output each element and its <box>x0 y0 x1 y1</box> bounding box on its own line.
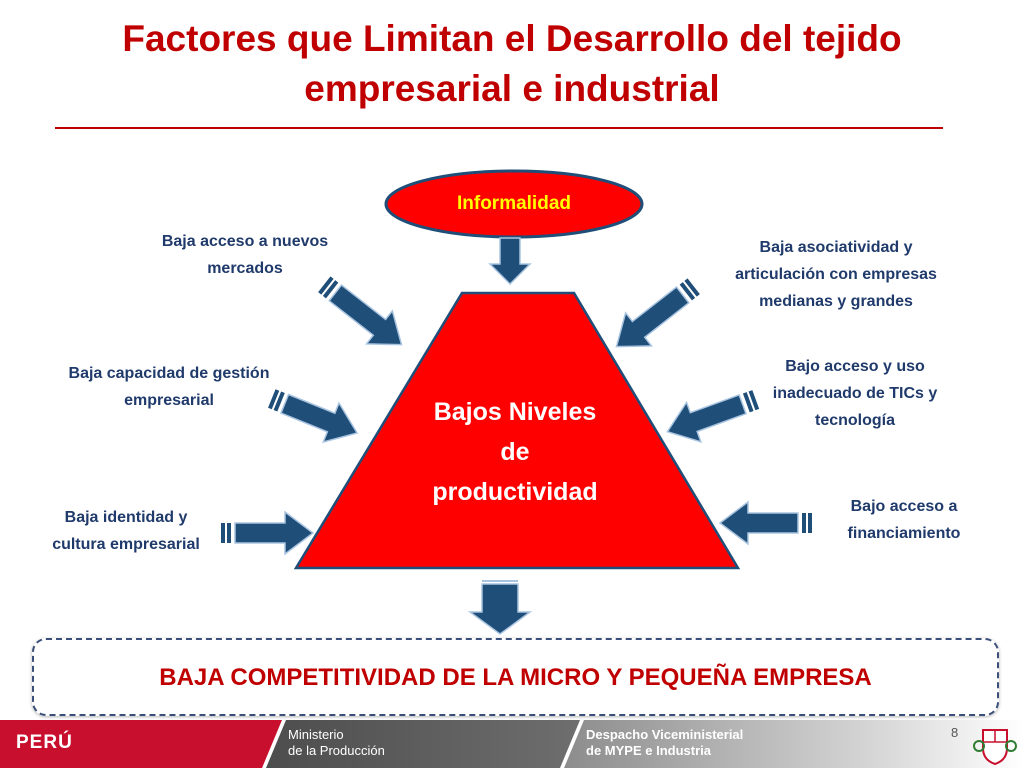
footer-bar <box>0 720 1024 768</box>
factor-line: inadecuado de TICs y <box>772 385 938 402</box>
block-arrow-icon <box>488 237 532 286</box>
factor-line: Baja acceso a nuevos <box>161 233 329 250</box>
factor-label-gestion: Baja capacidad de gestión empresarial <box>38 360 300 414</box>
footer-ministry-line2: de la Producción <box>288 743 385 758</box>
slide-title-line2: empresarial e industrial <box>304 68 720 109</box>
productivity-diagram <box>221 169 812 635</box>
center-label-line1: Bajos Niveles <box>433 398 597 426</box>
block-arrow-icon <box>718 500 812 546</box>
factor-line: Baja capacidad de gestión <box>68 365 270 382</box>
factor-label-asociatividad: Baja asociatividad y articulación con em… <box>700 234 972 315</box>
coat-of-arms-icon <box>973 729 1017 766</box>
result-box: BAJA COMPETITIVIDAD DE LA MICRO Y PEQUEÑ… <box>32 638 999 716</box>
factor-line: Bajo acceso y uso <box>785 358 925 375</box>
factor-line: Bajo acceso a <box>850 498 958 515</box>
informalidad-oval <box>384 169 644 239</box>
informalidad-label: Informalidad <box>456 193 571 214</box>
block-arrow-icon <box>615 278 700 348</box>
block-arrow-icon <box>318 276 403 346</box>
slide-title: Factores que Limitan el Desarrollo del t… <box>40 14 984 114</box>
footer-office-line1: Despacho Viceministerial <box>586 727 744 742</box>
footer-country: PERÚ <box>16 732 73 753</box>
slide-title-line1: Factores que Limitan el Desarrollo del t… <box>122 18 902 59</box>
factor-line: tecnología <box>814 412 895 429</box>
footer-ministry: Ministerio de la Producción <box>288 727 385 759</box>
factor-label-identidad: Baja identidad y cultura empresarial <box>24 504 228 558</box>
footer-office-line2: de MYPE e Industria <box>586 743 711 758</box>
block-arrow-icon <box>268 389 359 444</box>
title-underline <box>55 127 943 129</box>
factor-line: articulación con empresas <box>735 266 937 283</box>
factor-line: financiamiento <box>847 525 961 542</box>
block-arrow-icon <box>666 390 760 443</box>
productividad-trapezoid <box>293 291 741 570</box>
center-label-line2: de <box>500 438 530 466</box>
factor-line: mercados <box>207 260 283 277</box>
block-arrow-icon <box>221 510 315 556</box>
factor-line: medianas y grandes <box>759 293 913 310</box>
factor-label-mercados: Baja acceso a nuevos mercados <box>130 228 360 282</box>
factor-line: cultura empresarial <box>52 536 200 553</box>
factor-label-financiamiento: Bajo acceso a financiamiento <box>818 493 990 547</box>
page-number: 8 <box>951 725 959 740</box>
center-label-line3: productividad <box>432 478 598 506</box>
block-arrow-icon <box>467 580 533 635</box>
footer-office: Despacho Viceministerial de MYPE e Indus… <box>586 727 743 759</box>
center-label: Bajos Niveles de productividad <box>395 392 635 512</box>
factor-line: Baja asociatividad y <box>759 239 913 256</box>
factor-line: empresarial <box>124 392 214 409</box>
result-label: BAJA COMPETITIVIDAD DE LA MICRO Y PEQUEÑ… <box>159 664 872 691</box>
factor-label-tics: Bajo acceso y uso inadecuado de TICs y t… <box>740 353 970 434</box>
factor-line: Baja identidad y <box>64 509 188 526</box>
footer-ministry-line1: Ministerio <box>288 727 344 742</box>
